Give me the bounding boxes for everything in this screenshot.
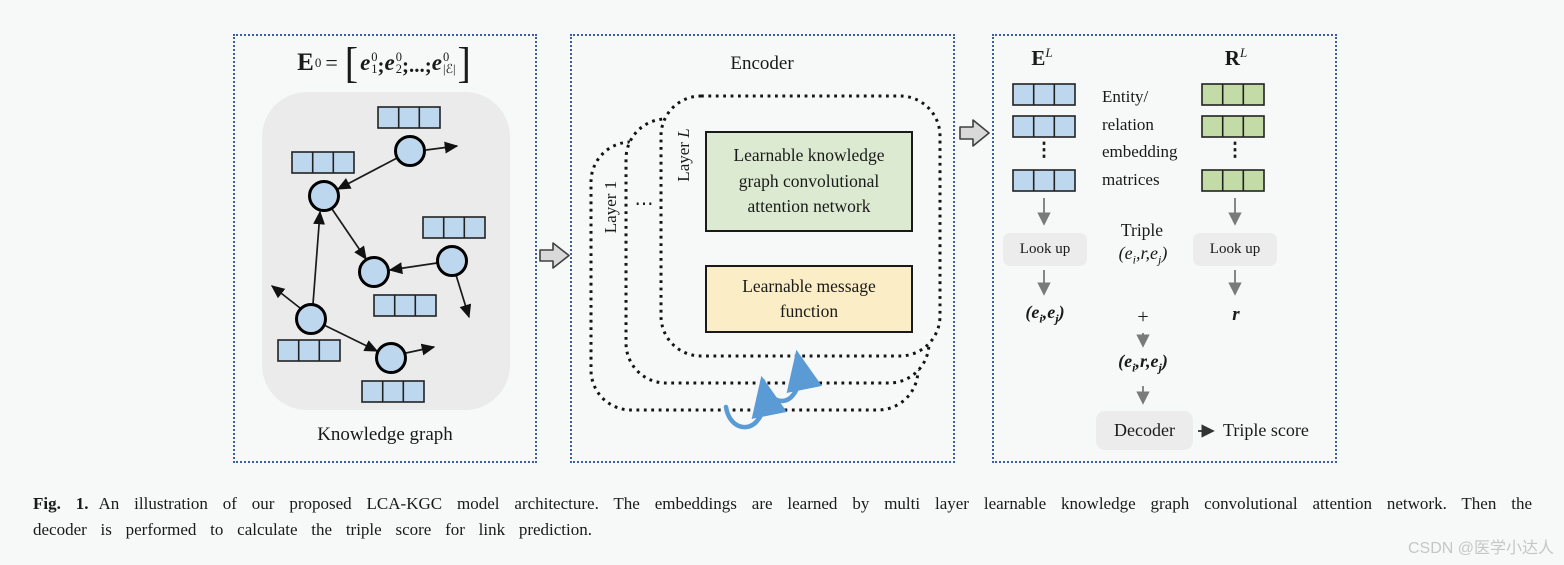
relation-rows-ellipsis: ⋮ [1225,140,1245,161]
decoder-chip: Decoder [1096,411,1193,450]
knowledge-graph-label: Knowledge graph [317,424,453,445]
entity-rows-ellipsis: ⋮ [1034,140,1054,161]
caption-text: An illustration of our proposed LCA-KGC … [33,494,1532,539]
decoder-panel [992,34,1337,463]
right-bracket: ] [457,38,471,87]
block-arrow-encoder-to-decoder [959,119,990,147]
formula-E: E [297,49,314,76]
lookup-relation-chip: Look up [1193,233,1277,266]
formula-term-n: e 0|ℰ| [431,50,456,76]
kgc-attention-network-box: Learnable knowledge graph convolutional … [705,131,913,232]
triple-score-label: Triple score [1223,420,1309,440]
matrices-caption: Entity/ relation embedding matrices [1102,87,1178,189]
knowledge-graph-background [262,92,510,410]
sum-tuple: (ei,r,ej) [1118,351,1168,375]
layer-1-label: Layer 1 [601,180,620,234]
left-bracket: [ [344,38,359,87]
lookup-entity-chip: Look up [1003,233,1087,266]
message-function-box: Learnable message function [705,265,913,333]
triple-tuple: (ei,r,ej) [1118,243,1168,267]
plus-sign: + [1137,306,1149,328]
block-arrow-kg-to-encoder [539,242,570,269]
figure-number: Fig. 1. [33,494,89,513]
entity-pair-tuple: (ei,ej) [1025,302,1065,326]
figure-caption: Fig. 1.An illustration of our proposed L… [33,491,1532,543]
watermark: CSDN @医学小达人 [1407,540,1554,557]
triple-word: Triple [1120,220,1164,240]
layer-L-label: Layer L [674,128,693,182]
relation-matrix-label: RL [1224,45,1248,70]
encoder-title: Encoder [730,53,794,74]
knowledge-graph-panel [233,34,537,463]
entity-matrix-label: EL [1031,45,1053,70]
encoder-panel [570,34,955,463]
relation-vector: r [1232,304,1240,325]
layer-ellipsis: ⋯ [634,194,656,215]
